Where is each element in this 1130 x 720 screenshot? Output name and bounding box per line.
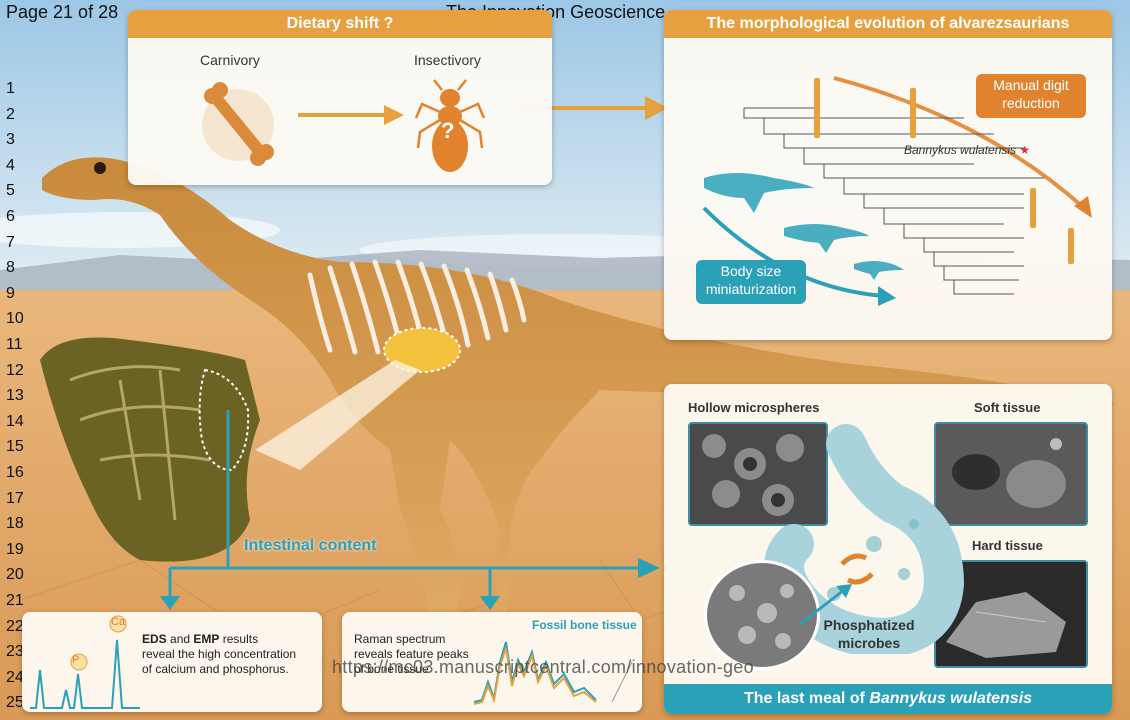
reveal-text: reveal the high concentration bbox=[142, 647, 297, 661]
star-icon: ★ bbox=[1019, 143, 1031, 157]
page-number-label: Page 21 of 28 bbox=[6, 2, 119, 22]
insectivory-label: Insectivory bbox=[414, 52, 481, 68]
line-number: 6 bbox=[6, 208, 15, 225]
line-number: 4 bbox=[6, 156, 15, 174]
eds-emp-description: EDS and EMP results reveal the high conc… bbox=[142, 632, 318, 677]
line-number: 24 bbox=[6, 668, 24, 686]
line-number: 22 bbox=[6, 617, 24, 635]
raman-line2: reveals feature peaks bbox=[354, 647, 469, 661]
line-number: 5 bbox=[6, 182, 15, 200]
raman-line3: of bone tissue bbox=[354, 662, 429, 676]
species-name: Bannykus wulatensis bbox=[904, 143, 1017, 157]
emp-term: EMP bbox=[193, 632, 220, 646]
line-number: 12 bbox=[6, 361, 24, 379]
results-text: results bbox=[219, 632, 259, 646]
line-number: 7 bbox=[6, 233, 15, 251]
manuscript-url-watermark: https://mc03.manuscriptcentral.com/innov… bbox=[332, 657, 754, 677]
line-number: 20 bbox=[6, 566, 24, 584]
raman-line1: Raman spectrum bbox=[354, 632, 446, 646]
fossil-slab bbox=[40, 337, 260, 562]
phosphatized-microbes-image bbox=[704, 560, 820, 670]
raman-spectrum-plot bbox=[473, 641, 633, 705]
insect-icon bbox=[414, 79, 486, 172]
body-size-miniaturization-callout: Body size miniaturization bbox=[696, 260, 806, 304]
line-number: 1 bbox=[6, 80, 15, 97]
line-number: 10 bbox=[6, 310, 24, 328]
footer-prefix: The last meal of bbox=[743, 690, 870, 707]
manual-digit-reduction-callout: Manual digit reduction bbox=[976, 74, 1086, 118]
carnivory-label: Carnivory bbox=[200, 52, 260, 68]
calcium-text: of calcium and phosphorus. bbox=[142, 662, 289, 676]
line-number: 11 bbox=[6, 336, 23, 353]
soft-tissue-image bbox=[934, 422, 1088, 526]
eds-term: EDS bbox=[142, 632, 167, 646]
eds-emp-panel: P Ca EDS and EMP results reveal the high… bbox=[22, 612, 322, 712]
pointer-arrow-icon bbox=[799, 584, 852, 626]
hollow-microspheres-label: Hollow microspheres bbox=[688, 400, 820, 415]
raman-panel: Raman spectrum reveals feature peaks of … bbox=[342, 612, 642, 712]
line-number: 3 bbox=[6, 131, 15, 149]
last-meal-footer: The last meal of Bannykus wulatensis bbox=[664, 684, 1112, 714]
hard-tissue-image bbox=[934, 560, 1088, 668]
line-number: 19 bbox=[6, 540, 24, 558]
and-text: and bbox=[166, 632, 194, 646]
intestinal-content-label: Intestinal content bbox=[244, 537, 377, 554]
line-number: 9 bbox=[6, 284, 15, 302]
line-number: 15 bbox=[6, 438, 24, 456]
line-number: 14 bbox=[6, 412, 24, 430]
line-number: 8 bbox=[6, 259, 15, 277]
morphological-evolution-title: The morphological evolution of alvarezsa… bbox=[664, 10, 1112, 38]
bone-icon bbox=[202, 82, 274, 166]
last-meal-panel: Hollow microspheres Soft tissue Hard tis… bbox=[664, 384, 1112, 714]
raman-legend: Fossil bone tissue bbox=[532, 618, 637, 632]
line-number: 16 bbox=[6, 464, 24, 481]
morphological-evolution-panel: The morphological evolution of alvarezsa… bbox=[664, 10, 1112, 340]
hard-tissue-label: Hard tissue bbox=[972, 538, 1043, 553]
raman-description: Raman spectrum reveals feature peaks of … bbox=[354, 632, 494, 677]
species-label: Bannykus wulatensis ★ bbox=[904, 143, 1030, 157]
line-number: 2 bbox=[6, 105, 15, 123]
eds-spectrum-plot bbox=[30, 615, 140, 709]
line-number: 21 bbox=[6, 592, 24, 609]
phosphatized-microbes-label: Phosphatized microbes bbox=[823, 617, 915, 651]
peak-p-label: P bbox=[72, 654, 80, 666]
line-number: 18 bbox=[6, 515, 24, 533]
phylogenetic-tree bbox=[702, 76, 1092, 306]
dietary-shift-panel: Dietary shift ? Carnivory Insectivory ? bbox=[128, 10, 552, 185]
arrow-right-icon bbox=[298, 105, 404, 125]
footer-species: Bannykus wulatensis bbox=[869, 690, 1033, 707]
dinosaur-illustration bbox=[42, 157, 1118, 673]
line-number: 17 bbox=[6, 489, 24, 507]
line-number: 23 bbox=[6, 643, 24, 661]
hollow-microspheres-image bbox=[688, 422, 828, 526]
line-number: 13 bbox=[6, 387, 24, 405]
question-mark: ? bbox=[441, 118, 455, 143]
line-number: 25 bbox=[6, 694, 24, 712]
dietary-shift-title: Dietary shift ? bbox=[128, 10, 552, 38]
soft-tissue-label: Soft tissue bbox=[974, 400, 1041, 415]
peak-ca-label: Ca bbox=[111, 616, 126, 628]
